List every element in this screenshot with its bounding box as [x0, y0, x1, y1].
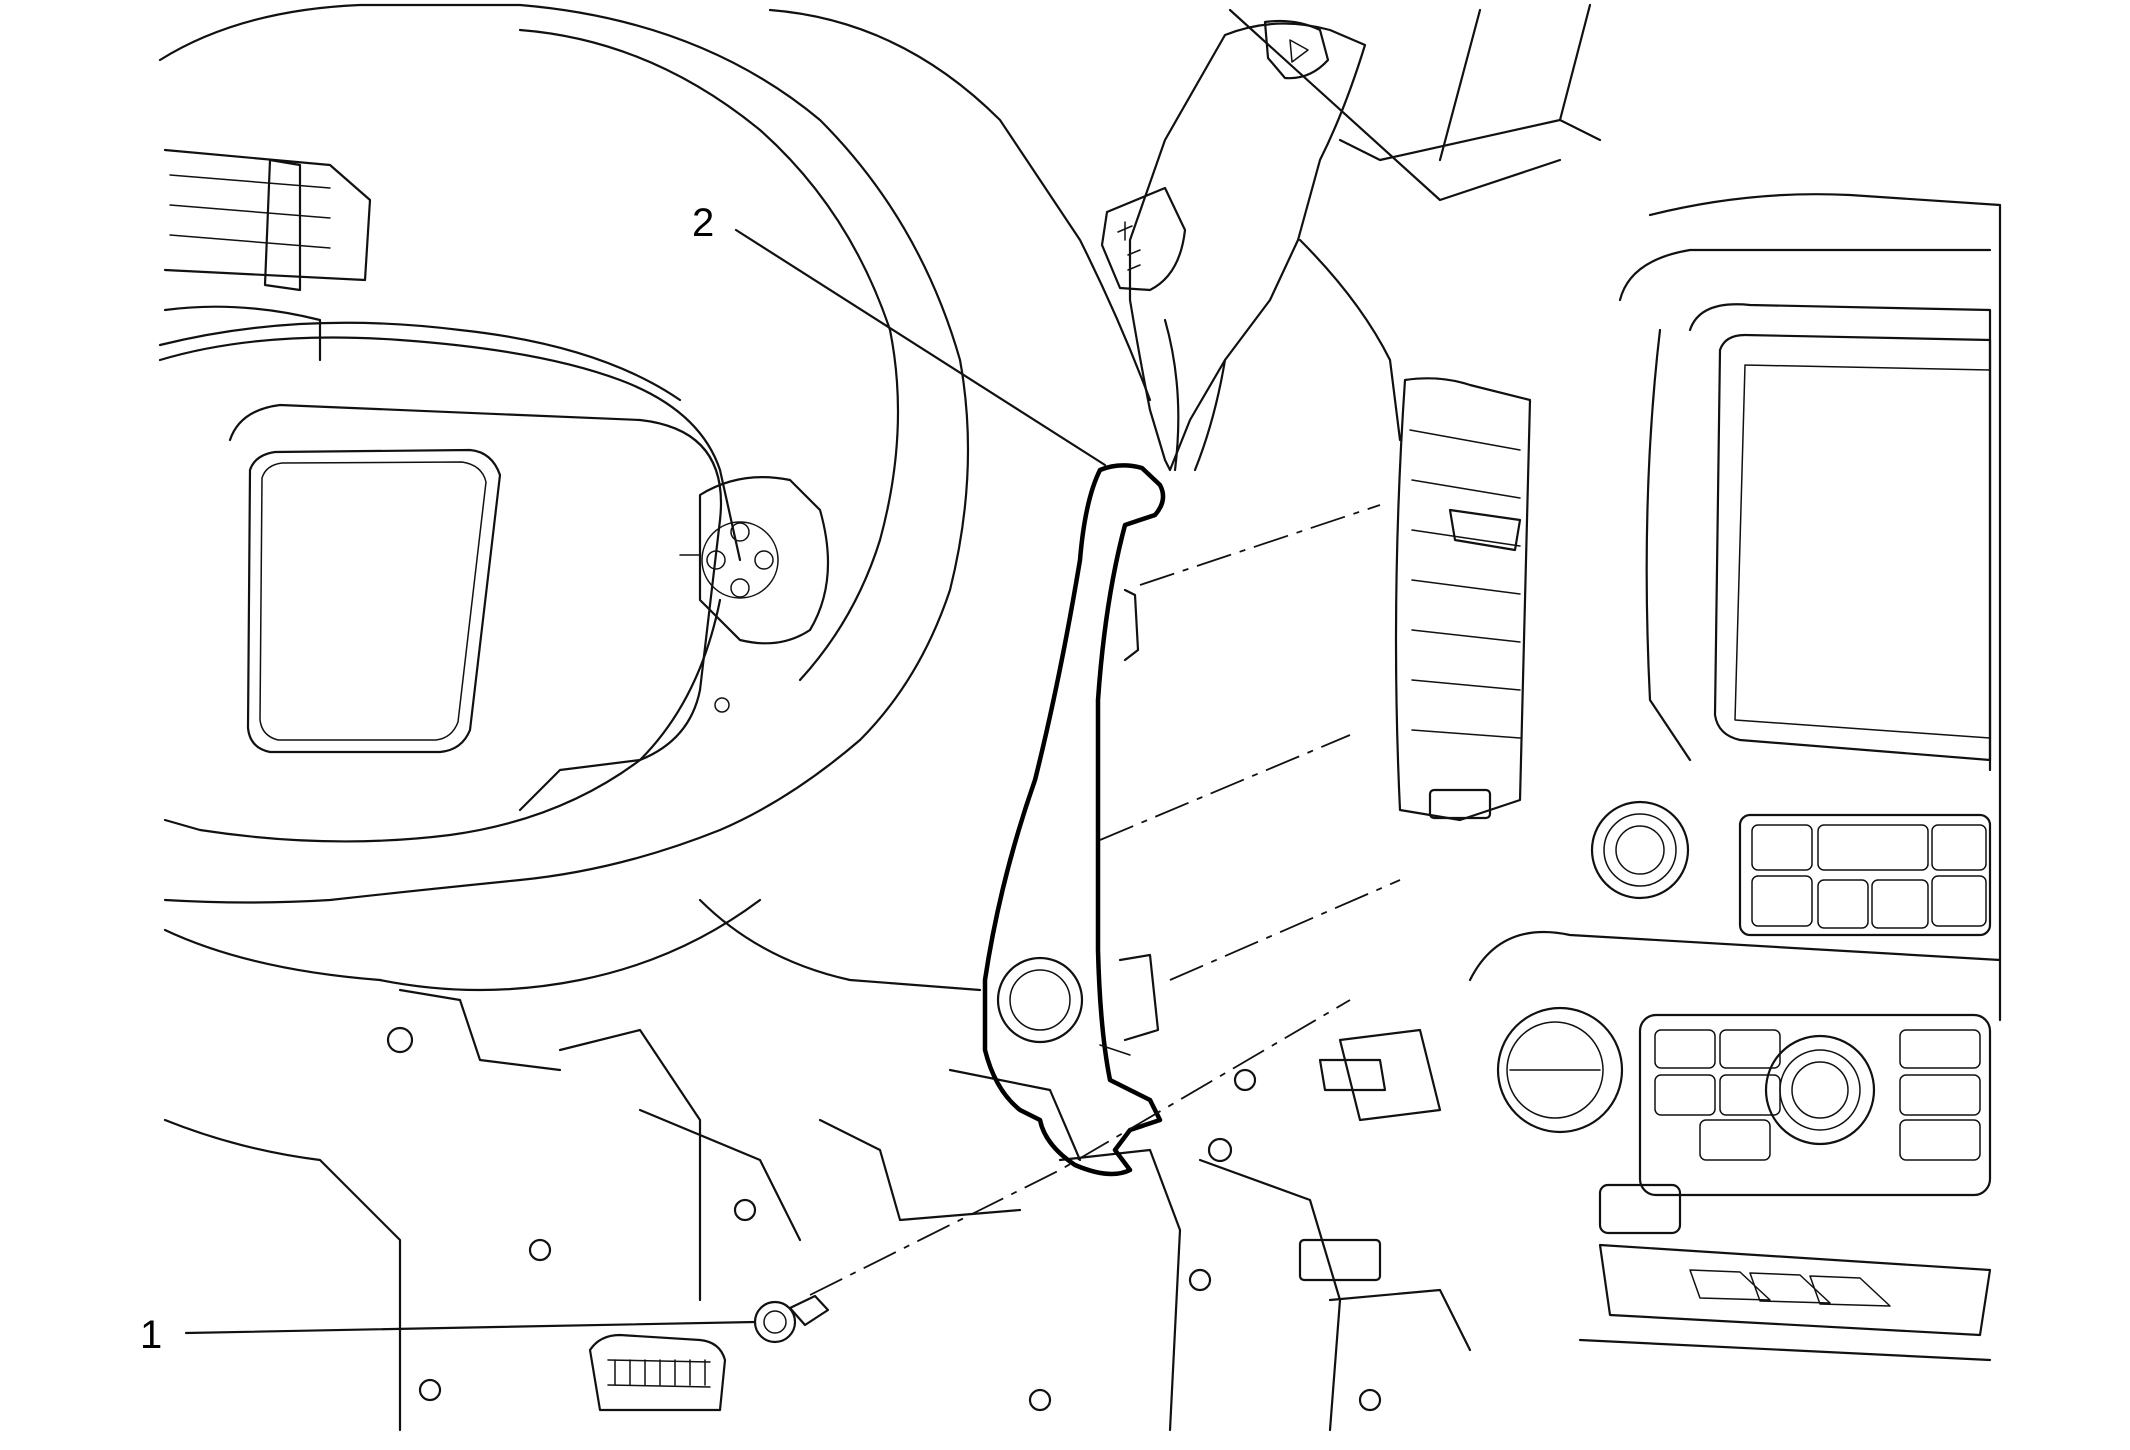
turn-signal-stalk [1100, 19, 1367, 472]
left-dash-vent [163, 148, 372, 362]
hazard-button [1598, 1183, 1682, 1235]
display-screen [1713, 333, 1992, 762]
fastener-bolt [753, 1294, 830, 1344]
volume-knob [1590, 800, 1690, 900]
lower-switch-bank [1598, 1243, 1992, 1337]
steering-wheel [158, 3, 970, 992]
callout-label-1: 1 [140, 1313, 162, 1357]
data-link-connector [588, 1333, 727, 1412]
column-shroud [768, 3, 1602, 442]
callout-label-2: 2 [692, 201, 714, 245]
radio-buttons [1738, 813, 1992, 937]
steering-column-trim-panel [982, 463, 1166, 1177]
alignment-centerlines [809, 504, 1401, 1296]
lower-dash [163, 898, 1472, 1432]
climate-buttons [1638, 1013, 1992, 1197]
airbag-cover [228, 403, 723, 812]
climate-knob-center [1764, 1034, 1876, 1146]
climate-knob-left [1496, 1006, 1624, 1134]
steering-wheel-controls [679, 476, 830, 713]
vent-tab [1448, 508, 1522, 552]
air-vent [1394, 377, 1532, 822]
leader-lines [184, 228, 1107, 1335]
center-stack [1468, 193, 2002, 1362]
dash-bolts [386, 1026, 1382, 1412]
